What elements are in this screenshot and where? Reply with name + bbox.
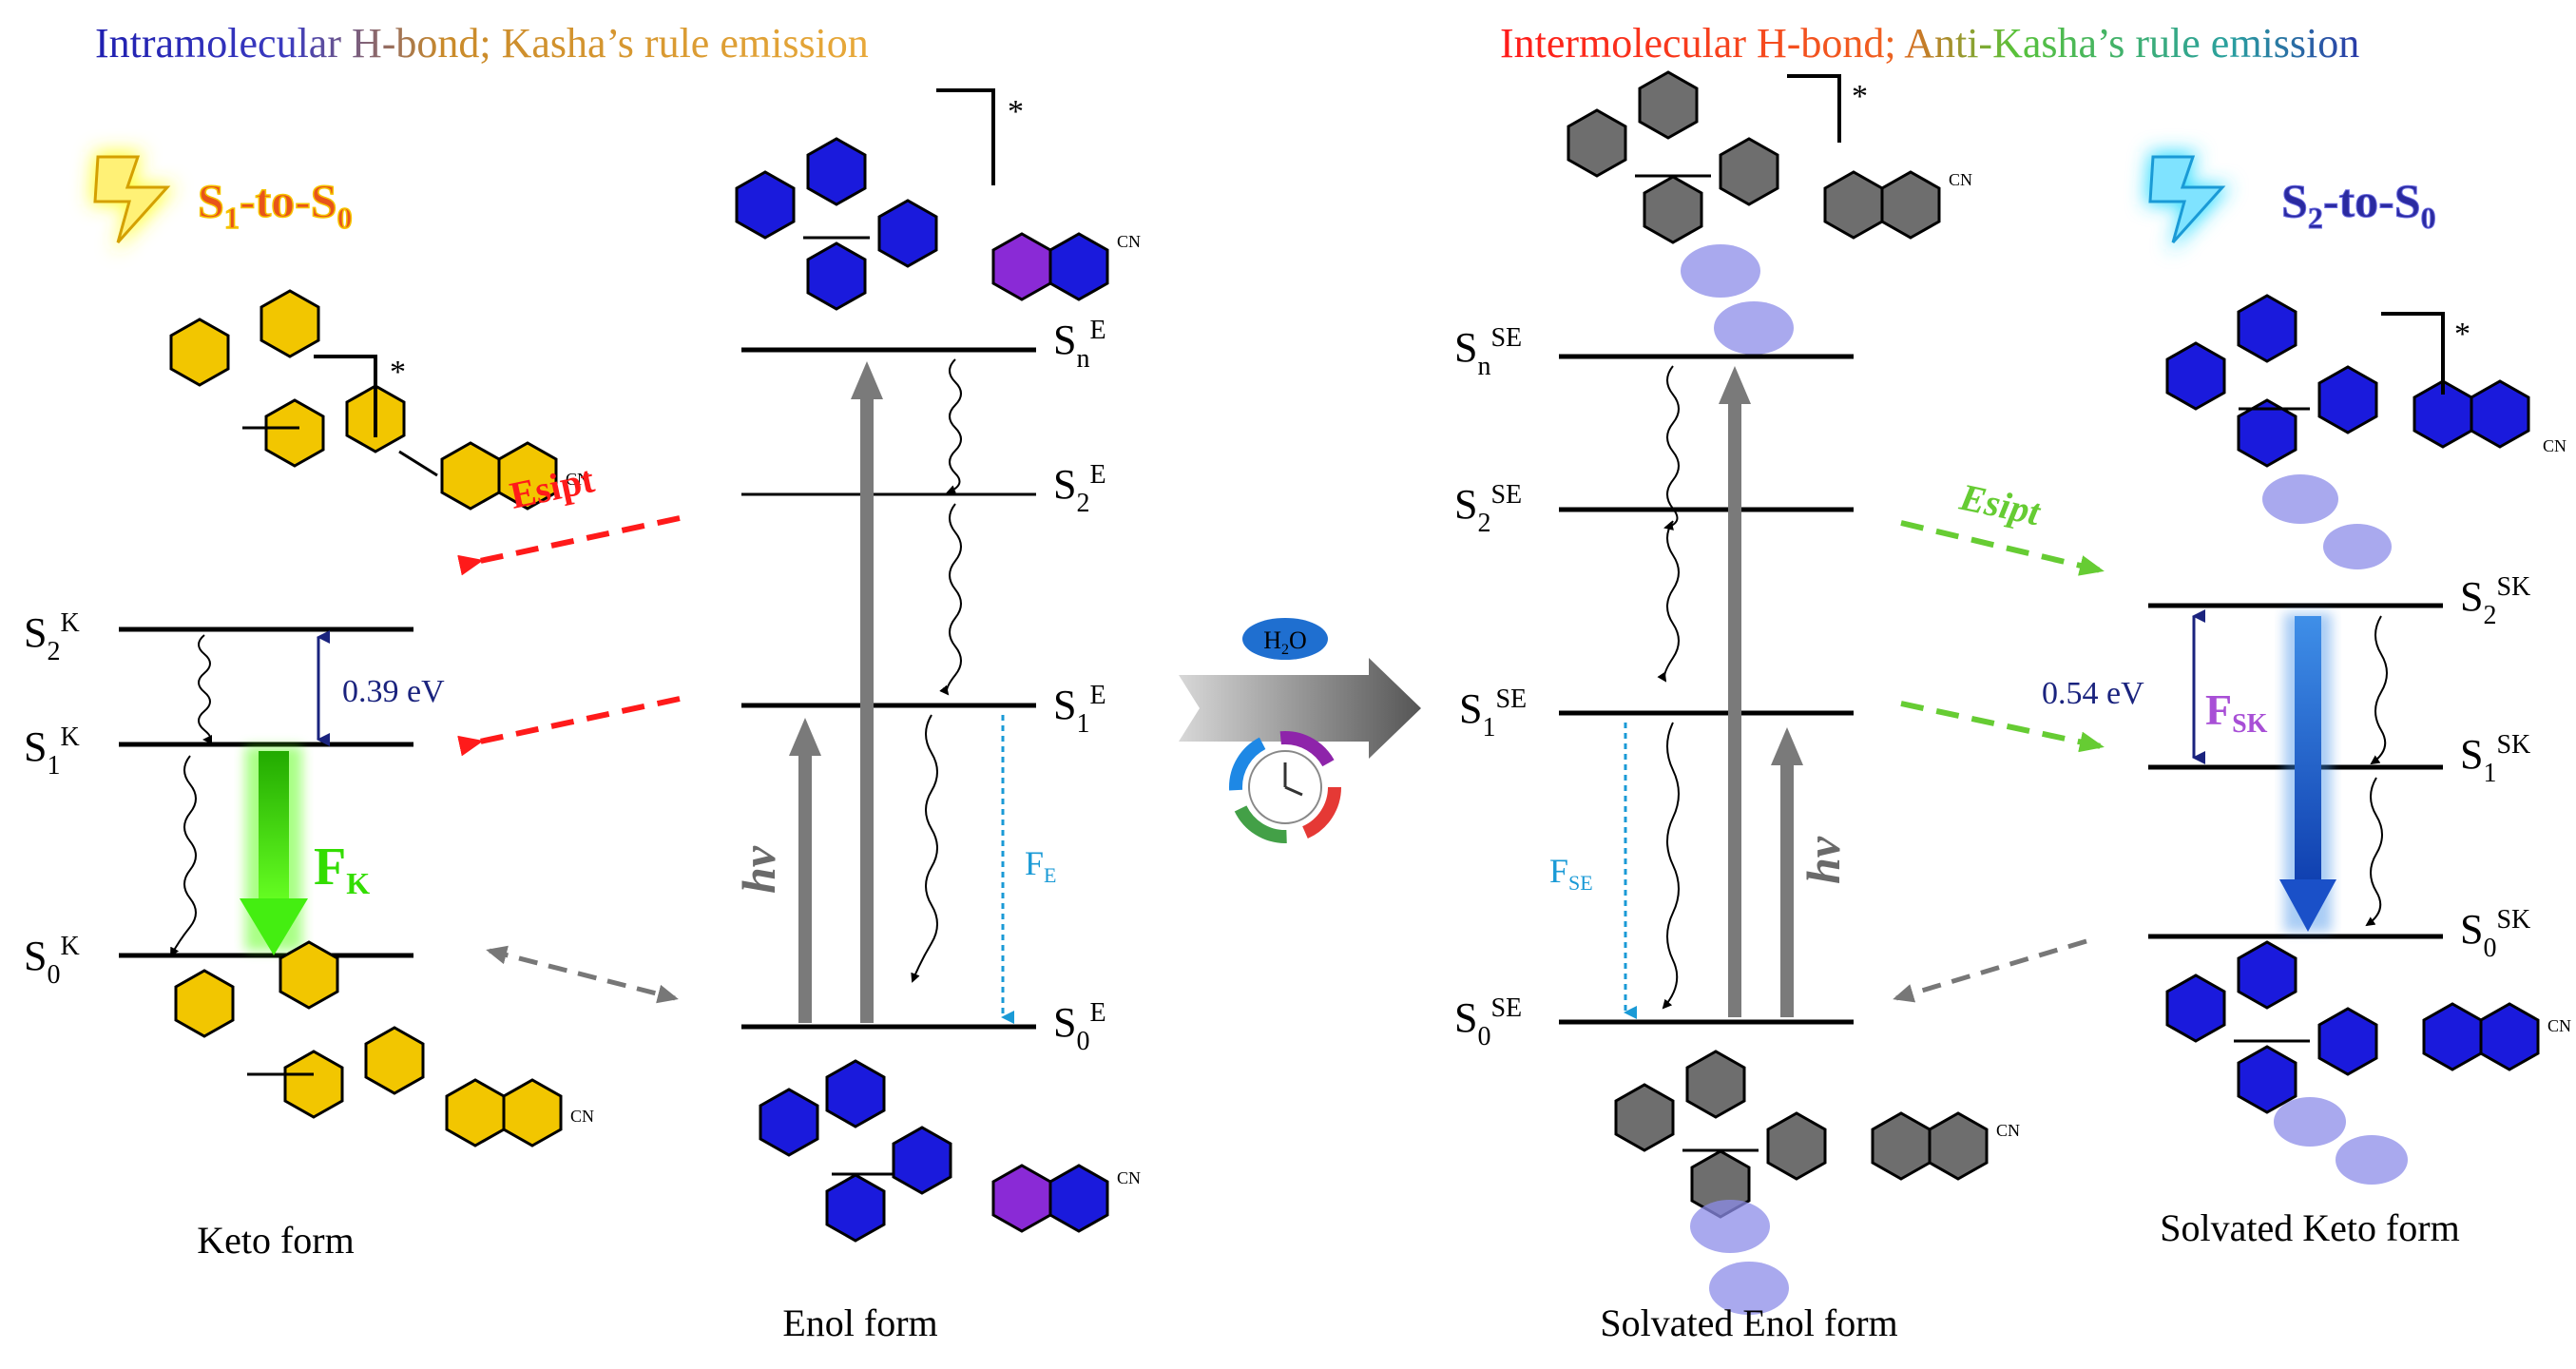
enol-excited-cn-label: CN bbox=[1117, 232, 1141, 251]
solvated-keto-s1-s0-wave bbox=[2365, 777, 2383, 927]
enol-excited-bracket bbox=[936, 88, 995, 185]
solvated-keto-gap-label: 0.54 eV bbox=[2042, 676, 2144, 711]
keto-excited-molecule: CN * bbox=[169, 289, 589, 511]
fsk-emission-arrow bbox=[2279, 613, 2336, 932]
solvated-keto-caption: Solvated Keto form bbox=[2160, 1206, 2460, 1249]
s1-to-s0-badge: S1-to-S0 bbox=[90, 152, 353, 252]
solvated-keto-bracket bbox=[2381, 312, 2445, 395]
keto-s2-s1-relaxation-wave bbox=[198, 634, 213, 744]
solvated-enol-sn-s2-wave bbox=[1663, 365, 1680, 530]
solvated-keto-s0-label: S0SK bbox=[2460, 905, 2530, 963]
solvated-keto-excited-molecule: CN bbox=[2165, 294, 2566, 569]
solvated-enol-bracket bbox=[1787, 74, 1841, 143]
solvated-keto-star: * bbox=[2454, 317, 2470, 352]
solvated-keto-s2-s1-wave bbox=[2370, 615, 2388, 765]
solvated-enol-hv-label: hν bbox=[1797, 836, 1850, 884]
keto-excited-bracket bbox=[314, 355, 377, 437]
enol-excited-molecule: CN bbox=[735, 137, 1141, 311]
enol-s0-label: S0E bbox=[1053, 998, 1106, 1056]
keto-caption: Keto form bbox=[197, 1219, 355, 1262]
solvated-enol-s2-s1-wave bbox=[1657, 520, 1680, 683]
solvated-keto-s1-label: S1SK bbox=[2460, 730, 2530, 788]
left-header-part1: Intramolecular H-bond; bbox=[95, 20, 502, 67]
keto-enol-ground-exchange-arrow bbox=[486, 945, 679, 1004]
enol-ground-molecule: CN bbox=[759, 1059, 1141, 1243]
s2-to-s0-badge: S2-to-S0 bbox=[2145, 152, 2436, 252]
solvated-keto-ground-molecule: CN bbox=[2165, 940, 2571, 1185]
solvation-big-arrow bbox=[1179, 658, 1421, 759]
keto-s1-label: S1K bbox=[24, 723, 80, 781]
fk-label: FK bbox=[314, 838, 370, 900]
lightning-yellow-icon bbox=[90, 152, 176, 252]
keto-gap-label: 0.39 eV bbox=[342, 674, 445, 709]
enol-sn-s2-relaxation-wave bbox=[946, 358, 962, 494]
right-header: Intermolecular H-bond; Anti-Kasha’s rule… bbox=[1500, 20, 2359, 67]
enol-s1-s0-relaxation-wave bbox=[911, 714, 938, 983]
fse-label: FSE bbox=[1549, 852, 1593, 895]
keto-s2-label: S2K bbox=[24, 608, 80, 666]
solvated-enol-s0-label: S0SE bbox=[1454, 993, 1522, 1051]
enol-s2-label: S2E bbox=[1053, 460, 1106, 518]
s2-to-s0-label: S2-to-S0 bbox=[2281, 174, 2436, 235]
esipt-left-s2-arrow bbox=[457, 515, 681, 576]
esipt-right-label: Esipt bbox=[1955, 475, 2046, 534]
enol-excited-star: * bbox=[1008, 94, 1024, 129]
enol-hv-label: hν bbox=[732, 845, 785, 894]
keto-ground-cn-label: CN bbox=[570, 1107, 594, 1126]
enol-caption: Enol form bbox=[782, 1302, 937, 1344]
clock-timer-icon bbox=[1229, 731, 1341, 843]
keto-s0-label: S0K bbox=[24, 932, 80, 990]
solvated-keto-s2-label: S2SK bbox=[2460, 572, 2530, 630]
solvated-enol-sn-label: SnSE bbox=[1454, 323, 1522, 381]
solvated-enol-s2-label: S2SE bbox=[1454, 480, 1522, 538]
keto-excited-star: * bbox=[390, 355, 406, 390]
solvated-enol-ground-cn-label: CN bbox=[1996, 1121, 2020, 1140]
water-badge: H2O bbox=[1242, 618, 1328, 660]
solvated-enol-excitation-arrow-sn bbox=[1719, 366, 1751, 1017]
esipt-right-s2-arrow bbox=[1900, 520, 2105, 576]
s1-to-s0-label: S1-to-S0 bbox=[198, 174, 353, 235]
solvated-enol-excited-cn-label: CN bbox=[1949, 170, 1972, 189]
keto-excited-cn-label: CN bbox=[566, 470, 589, 489]
right-header-part2: Anti-Kasha’s rule emission bbox=[1904, 20, 2359, 67]
right-header-part1: Intermolecular H-bond; bbox=[1500, 20, 1904, 67]
solvated-keto-ground-cn-label: CN bbox=[2547, 1016, 2571, 1035]
enol-ground-cn-label: CN bbox=[1117, 1168, 1141, 1187]
enol-s2-s1-relaxation-wave bbox=[939, 503, 962, 696]
solvated-enol-excitation-arrow-s1 bbox=[1771, 727, 1803, 1017]
solvated-keto-enol-ground-arrow bbox=[1893, 938, 2087, 1003]
enol-excitation-arrow-sn bbox=[851, 361, 883, 1023]
enol-sn-label: SnE bbox=[1053, 316, 1106, 374]
enol-excitation-arrow-s1 bbox=[789, 718, 821, 1023]
keto-s1-s0-relaxation-wave bbox=[170, 755, 197, 957]
enol-s1-label: S1E bbox=[1053, 681, 1106, 739]
fsk-label: FSK bbox=[2205, 685, 2268, 739]
fk-emission-arrow bbox=[240, 746, 308, 955]
esipt-left-s1-arrow bbox=[457, 696, 681, 757]
solvated-keto-excited-cn-label: CN bbox=[2543, 436, 2566, 455]
solvated-enol-caption: Solvated Enol form bbox=[1600, 1302, 1897, 1344]
solvated-enol-excited-molecule: CN bbox=[1567, 70, 1972, 355]
fe-label: FE bbox=[1025, 844, 1056, 887]
solvated-enol-s1-s0-wave bbox=[1662, 722, 1680, 1010]
solvated-enol-star: * bbox=[1852, 79, 1868, 114]
solvated-enol-ground-molecule: CN bbox=[1614, 1050, 2020, 1315]
keto-ground-molecule: CN bbox=[174, 940, 594, 1147]
solvated-enol-s1-label: S1SE bbox=[1459, 684, 1527, 742]
keto-molecule-structure: CN bbox=[169, 289, 589, 511]
lightning-cyan-icon bbox=[2145, 152, 2231, 252]
left-header: Intramolecular H-bond; Kasha’s rule emis… bbox=[95, 20, 869, 67]
left-header-part2: Kasha’s rule emission bbox=[502, 20, 869, 67]
